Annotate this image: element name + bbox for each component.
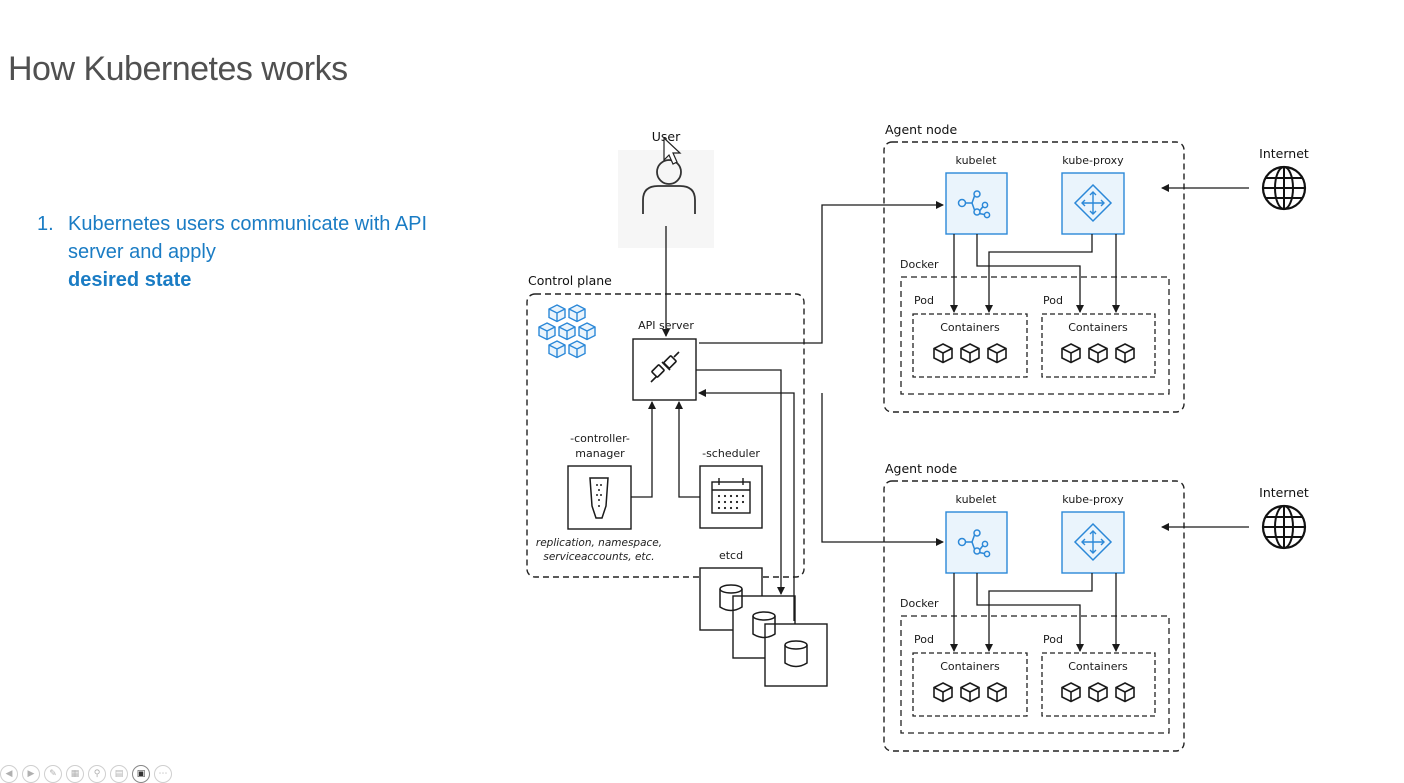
control-plane-connectors xyxy=(631,201,944,621)
pod-box-1 xyxy=(912,652,1028,717)
agent-node-1: Agent node kubelet kube-proxy Docker Pod… xyxy=(883,122,1309,413)
globe-icon xyxy=(1261,504,1307,550)
bullet-text: Kubernetes users communicate with API se… xyxy=(68,210,428,294)
kubelet-label: kubelet xyxy=(956,493,998,506)
pod-box-1 xyxy=(912,313,1028,378)
kubelet-box xyxy=(945,172,1008,235)
control-plane-label: Control plane xyxy=(528,273,612,288)
pod-label-2: Pod xyxy=(1043,633,1063,646)
back-icon[interactable]: ◀ xyxy=(0,765,18,783)
docker-boundary xyxy=(900,615,1170,734)
etcd-store: etcd xyxy=(699,549,828,687)
node-internal-connectors xyxy=(950,523,1249,652)
camera-icon[interactable]: ▣ xyxy=(132,765,150,783)
pen-icon[interactable]: ✎ xyxy=(44,765,62,783)
agent-node-boundary xyxy=(883,480,1185,752)
scheduler-label: -scheduler xyxy=(702,447,760,460)
user-label: User xyxy=(652,129,681,144)
presentation-toolbar: ◀ ▶ ✎ ▦ ⚲ ▤ ▣ ⋯ xyxy=(0,765,172,783)
controller-note-line2: serviceaccounts, etc. xyxy=(543,551,654,563)
database-icon xyxy=(719,584,808,668)
docker-label: Docker xyxy=(900,597,939,610)
mouse-cursor-icon xyxy=(663,136,682,165)
kube-proxy-label: kube-proxy xyxy=(1062,154,1124,167)
pod-box-2 xyxy=(1041,652,1156,717)
pod-label-2: Pod xyxy=(1043,294,1063,307)
container-icons-1 xyxy=(933,343,1007,364)
control-plane: Control plane API server -controller- ma… xyxy=(526,273,805,578)
calendar-icon xyxy=(711,478,751,514)
containers-label-2: Containers xyxy=(1068,660,1128,673)
agent-node-2: Agent node kubelet kube-proxy Docker Pod… xyxy=(883,461,1309,752)
etcd-label: etcd xyxy=(719,549,743,562)
container-icons-1 xyxy=(933,682,1007,703)
docker-label: Docker xyxy=(900,258,939,271)
kubelet-label: kubelet xyxy=(956,154,998,167)
bullet-body: Kubernetes users communicate with API se… xyxy=(68,213,428,263)
slides-icon[interactable]: ▦ xyxy=(66,765,84,783)
plug-icon xyxy=(650,351,680,383)
kubernetes-cubes-icon xyxy=(538,304,596,359)
slide-title: How Kubernetes works xyxy=(8,50,348,88)
zoom-icon[interactable]: ⚲ xyxy=(88,765,106,783)
agent-node-label: Agent node xyxy=(885,461,957,476)
container-icons-2 xyxy=(1061,682,1135,703)
internet-label: Internet xyxy=(1259,146,1309,161)
bullet-emphasis: desired state xyxy=(68,269,192,291)
pod-label-1: Pod xyxy=(914,294,934,307)
containers-label-1: Containers xyxy=(940,321,1000,334)
node-internal-connectors xyxy=(950,184,1249,313)
pod-label-1: Pod xyxy=(914,633,934,646)
containers-label-2: Containers xyxy=(1068,321,1128,334)
controller-manager-label-2: manager xyxy=(575,447,625,460)
internet-label: Internet xyxy=(1259,485,1309,500)
agent-node-boundary xyxy=(883,141,1185,413)
controller-manager-label-1: -controller- xyxy=(570,432,630,445)
container-icons-2 xyxy=(1061,343,1135,364)
more-icon[interactable]: ⋯ xyxy=(154,765,172,783)
controller-note-line1: replication, namespace, xyxy=(536,537,662,549)
pod-box-2 xyxy=(1041,313,1156,378)
remote-control-icon xyxy=(589,477,609,519)
kubelet-box xyxy=(945,511,1008,574)
bullet-number: 1. xyxy=(37,213,54,235)
play-icon[interactable]: ▶ xyxy=(22,765,40,783)
kube-proxy-label: kube-proxy xyxy=(1062,493,1124,506)
subtitles-icon[interactable]: ▤ xyxy=(110,765,128,783)
globe-icon xyxy=(1261,165,1307,211)
controller-manager-box xyxy=(567,465,632,530)
user-icon xyxy=(642,159,696,214)
containers-label-1: Containers xyxy=(940,660,1000,673)
docker-boundary xyxy=(900,276,1170,395)
agent-node-label: Agent node xyxy=(885,122,957,137)
